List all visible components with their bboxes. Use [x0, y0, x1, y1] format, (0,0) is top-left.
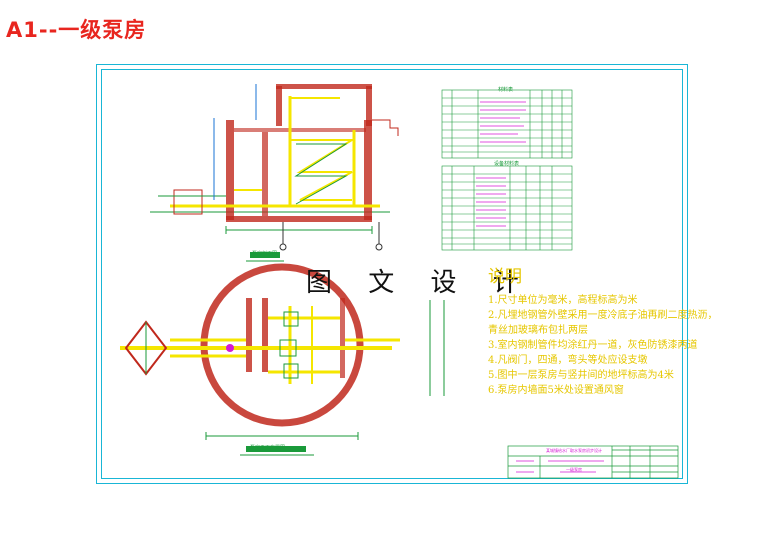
title-block-sheet: 一级泵房 [566, 467, 582, 472]
plan-outer-wall [200, 263, 364, 427]
plan-view [120, 263, 445, 456]
exterior-stair [372, 119, 399, 136]
note-item: 5.图中一层泵房与竖井间的地坪标高为4米 [488, 370, 674, 381]
plan-partition-3 [340, 298, 345, 378]
notes-title: 说明 [488, 267, 522, 287]
plan-partition-1 [246, 298, 252, 372]
pump-3 [279, 339, 297, 357]
table2-title: 设备材料表 [494, 161, 520, 167]
section-label: 泵房剖面图 [252, 251, 278, 257]
right-wall [364, 120, 372, 220]
note-item: 2.凡埋地钢管外壁采用一度冷底子油再刷二度热沥， [488, 310, 718, 321]
intake-diamond [124, 320, 168, 376]
valve-marker [226, 344, 234, 352]
stair-handrail [294, 143, 348, 205]
upper-right-wall [366, 86, 372, 126]
inner-wall [262, 132, 268, 216]
pump-2 [283, 363, 299, 379]
intake-box [173, 189, 203, 215]
upper-left-wall [276, 86, 282, 126]
drawing-sheet-inner-border [101, 69, 683, 479]
section-label-bar [250, 252, 280, 258]
pump-1 [283, 311, 299, 327]
title-block-marks [516, 460, 604, 473]
table-text-marks [476, 101, 526, 227]
watermark-text: 图 文 设 计 [306, 268, 533, 298]
note-item: 1.尺寸单位为毫米，高程标高为米 [488, 295, 638, 306]
note-item: 青丝加玻璃布包扎两层 [488, 325, 588, 336]
plan-partition-2 [262, 298, 268, 372]
note-item: 4.凡阀门，四通，弯头等处应设支墩 [488, 355, 648, 366]
material-table [441, 89, 573, 159]
axis-bubble-1 [279, 243, 287, 251]
mid-slab [234, 128, 366, 132]
page-title: A1--一级泵房 [6, 18, 147, 42]
left-wall [226, 120, 234, 220]
note-item: 3.室内钢制管件均涂红丹一道，灰色防锈漆两道 [488, 340, 698, 351]
design-notes: 说明 1.尺寸单位为毫米，高程标高为米 2.凡埋地钢管外壁采用一度冷底子油再刷二… [488, 262, 718, 398]
floor-slab [226, 216, 372, 222]
title-block-name: 某城镇给水厂取水泵房初步设计 [546, 448, 602, 453]
plan-label: 泵房平面布置图 [250, 445, 286, 451]
title-block [507, 445, 679, 479]
roof-slab [276, 84, 372, 89]
plan-label-bar [246, 446, 306, 452]
axis-bubble-2 [375, 243, 383, 251]
drawing-sheet [96, 64, 688, 484]
equipment-table [441, 165, 573, 251]
section-view [150, 84, 399, 262]
note-item: 6.泵房内墙面5米处设置通风窗 [488, 385, 624, 396]
stair-lines [290, 139, 356, 201]
table-title: 材料表 [498, 87, 514, 93]
